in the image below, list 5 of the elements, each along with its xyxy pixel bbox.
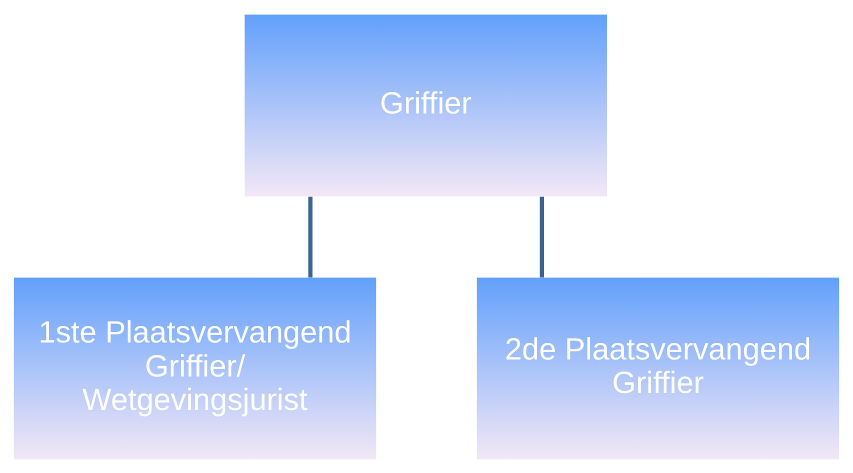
connector: [540, 196, 544, 277]
node-box: Griffier: [244, 14, 607, 196]
connector: [308, 196, 312, 277]
node-box: 1ste Plaatsvervangend Griffier/ Wetgevingsjurist: [14, 277, 376, 459]
node-box: 2de Plaatsvervangend Griffier: [476, 277, 840, 459]
